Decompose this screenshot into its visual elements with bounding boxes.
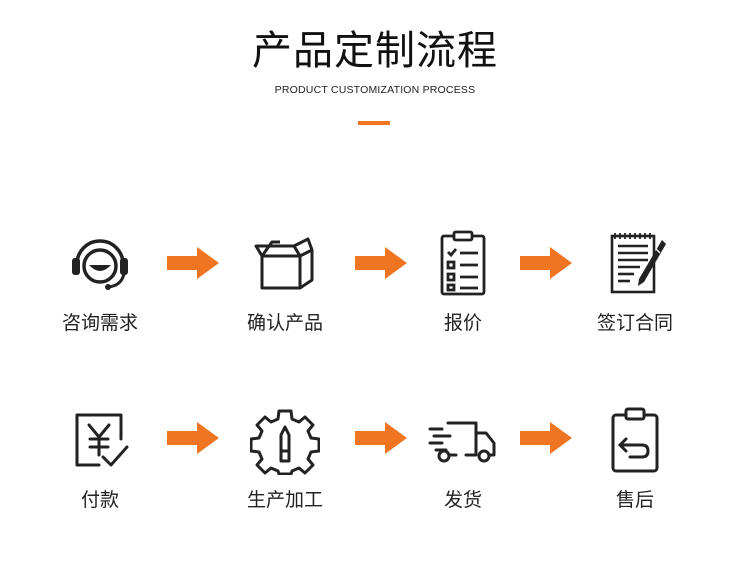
step-label: 生产加工	[246, 489, 323, 511]
arrow-right-icon	[167, 247, 219, 279]
step-label: 签订合同	[596, 312, 673, 334]
yen-payment-icon	[65, 405, 135, 475]
step-label: 咨询需求	[61, 312, 138, 334]
flow-arrow	[520, 247, 572, 279]
step-label: 报价	[443, 312, 482, 334]
arrow-right-icon	[355, 422, 407, 454]
accent-divider	[358, 121, 390, 125]
arrow-right-icon	[167, 422, 219, 454]
customer-service-headset-icon	[65, 228, 135, 298]
flow-arrow	[167, 422, 219, 454]
step-label: 付款	[80, 489, 119, 511]
delivery-truck-icon	[428, 405, 498, 475]
page-subtitle: PRODUCT CUSTOMIZATION PROCESS	[274, 84, 476, 96]
clipboard-checklist-icon	[428, 228, 498, 298]
arrow-right-icon	[520, 247, 572, 279]
box-icon	[250, 228, 320, 298]
flow-arrow	[355, 247, 407, 279]
flow-arrow	[355, 422, 407, 454]
step-label: 发货	[443, 489, 482, 511]
arrow-right-icon	[355, 247, 407, 279]
step-label: 售后	[615, 489, 654, 511]
step-label: 确认产品	[246, 312, 323, 334]
return-clipboard-icon	[600, 405, 670, 475]
gear-production-icon	[250, 405, 320, 475]
flow-arrow	[167, 247, 219, 279]
page-title: 产品定制流程	[252, 28, 498, 74]
contract-pen-icon	[600, 228, 670, 298]
arrow-right-icon	[520, 422, 572, 454]
flow-arrow	[520, 422, 572, 454]
